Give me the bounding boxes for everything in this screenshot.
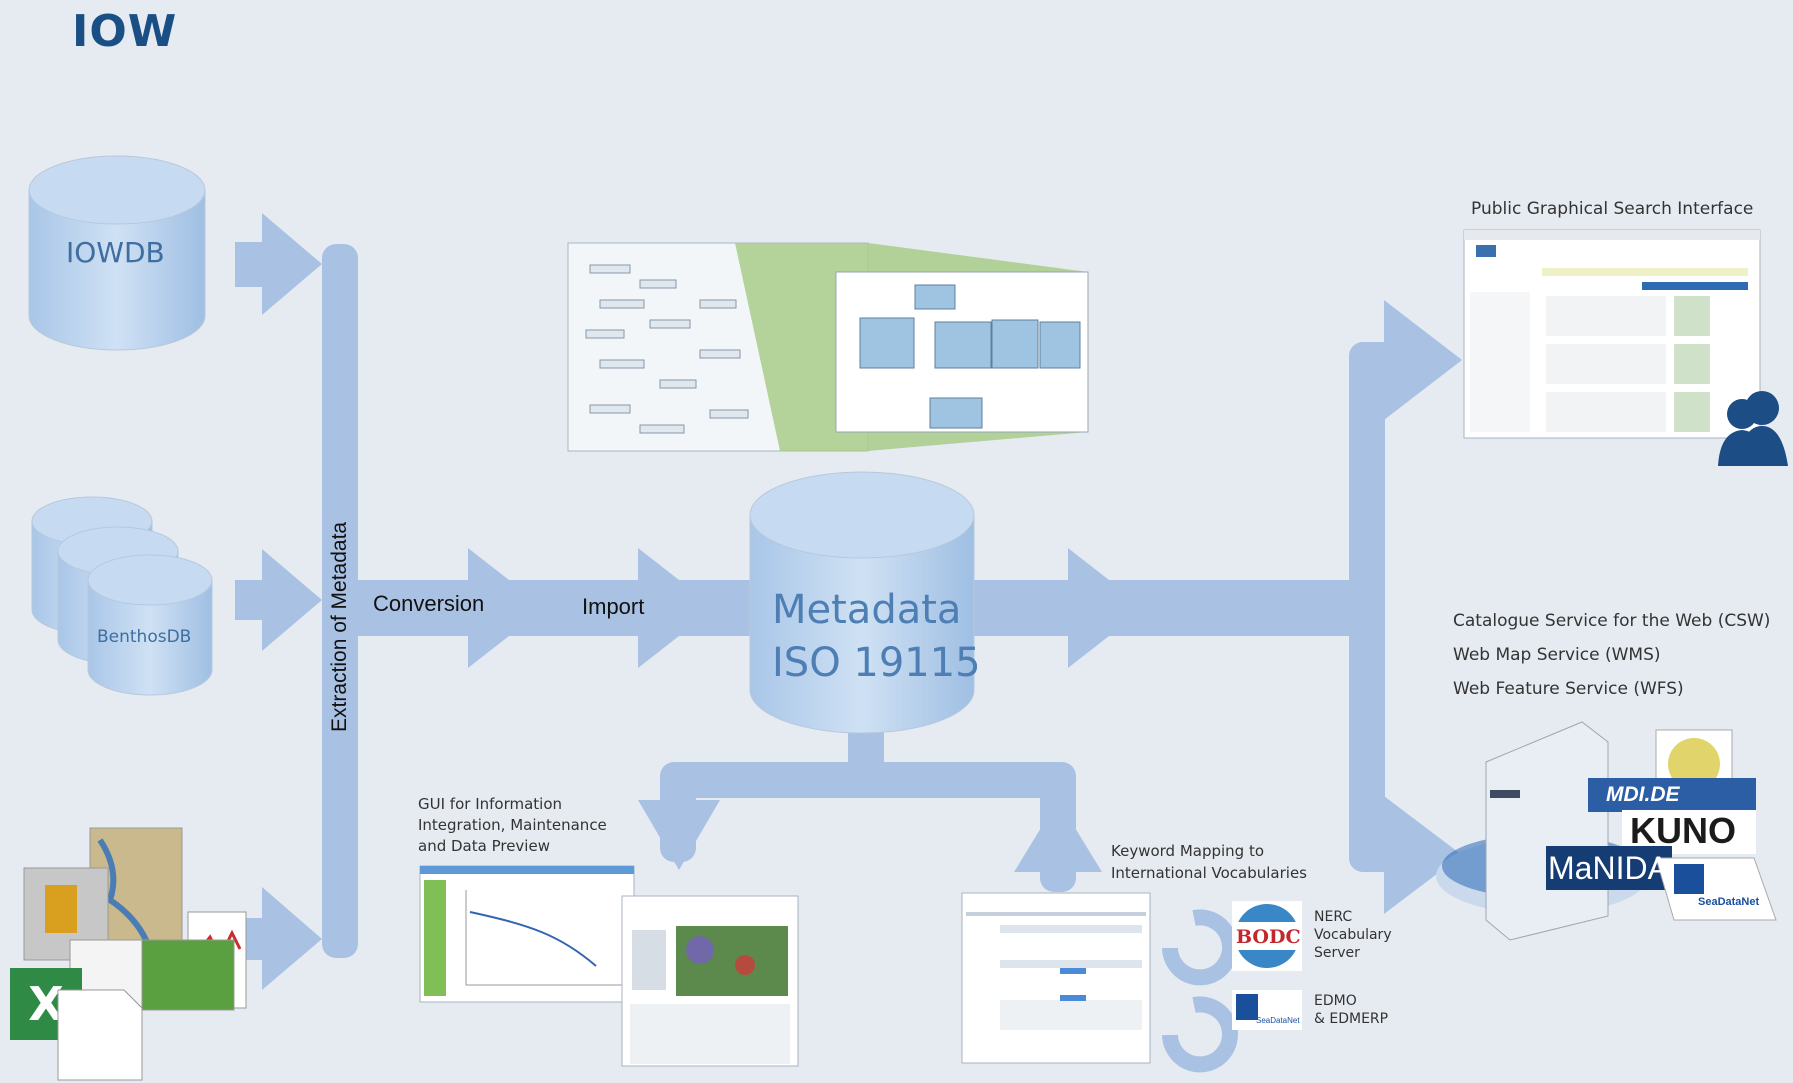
iow-logo: IOW: [72, 6, 178, 57]
kuno-logo-text: KUNO: [1630, 810, 1736, 851]
input-arrow-iowdb: [235, 213, 322, 315]
keyword-mapping-screenshot: [961, 892, 1151, 1064]
seadatanet-logo-text: SeaDataNet: [1698, 896, 1760, 908]
arrow-down-to-gui: [638, 800, 720, 870]
nerc-line3: Server: [1314, 945, 1360, 961]
nerc-line2: Vocabulary: [1314, 927, 1392, 943]
data-files-collage: X: [10, 827, 247, 1081]
iowdb-label: IOWDB: [66, 236, 165, 269]
arrow-up-from-keyword: [1014, 800, 1102, 872]
gui-caption-line2: Integration, Maintenance: [418, 816, 607, 834]
nerc-line1: NERC: [1314, 909, 1353, 925]
metadata-db-label: Metadata: [772, 587, 962, 633]
conversion-arrow: [468, 548, 545, 668]
edmo-line2: & EDMERP: [1314, 1011, 1389, 1027]
service-csw: Catalogue Service for the Web (CSW): [1453, 611, 1771, 631]
mdi-de-logo-text: MDI.DE: [1606, 783, 1680, 806]
gui-caption-line3: and Data Preview: [418, 837, 550, 855]
keyword-caption-line2: International Vocabularies: [1111, 864, 1307, 882]
bodc-logo: [1232, 901, 1302, 971]
seadatanet-logo-small: [1232, 990, 1302, 1030]
seadatanet-small-text: SeaDataNet: [1256, 1016, 1300, 1025]
users-icon: [1718, 391, 1788, 466]
service-wms: Web Map Service (WMS): [1453, 645, 1661, 665]
import-label: Import: [582, 594, 645, 619]
loop-bar: [660, 762, 1076, 798]
iowdb-cylinder: [28, 155, 206, 351]
input-arrow-files: [235, 887, 322, 990]
server-with-partner-logos: [1436, 721, 1777, 941]
mapping-cycle-icons: [1162, 909, 1238, 1073]
metadata-cylinder: [749, 471, 975, 734]
extraction-label: Extraction of Metadata: [328, 521, 351, 732]
service-wfs: Web Feature Service (WFS): [1453, 679, 1684, 699]
conversion-label: Conversion: [373, 591, 485, 616]
arrow-to-services: [1384, 796, 1462, 914]
search-interface-label: Public Graphical Search Interface: [1471, 199, 1754, 219]
er-diagram-thumbnail: [567, 242, 1089, 452]
benthosdb-label: BenthosDB: [97, 627, 192, 647]
import-arrow: [638, 548, 715, 668]
input-arrow-benthos: [235, 549, 322, 651]
output-arrow: [1068, 548, 1145, 668]
iso-19115-label: ISO 19115: [772, 640, 981, 686]
distributor-bar: [1349, 342, 1385, 872]
keyword-caption-line1: Keyword Mapping to: [1111, 842, 1265, 860]
arrow-to-search-interface: [1384, 300, 1462, 420]
benthosdb-cylinders: [31, 496, 213, 696]
bodc-logo-text: BODC: [1236, 926, 1301, 948]
edmo-line1: EDMO: [1314, 993, 1357, 1009]
search-interface-screenshot: [1463, 229, 1761, 439]
manida-logo-text: MaNIDA: [1548, 850, 1669, 886]
gui-screenshots: [419, 865, 799, 1067]
gui-caption-line1: GUI for Information: [418, 795, 563, 813]
